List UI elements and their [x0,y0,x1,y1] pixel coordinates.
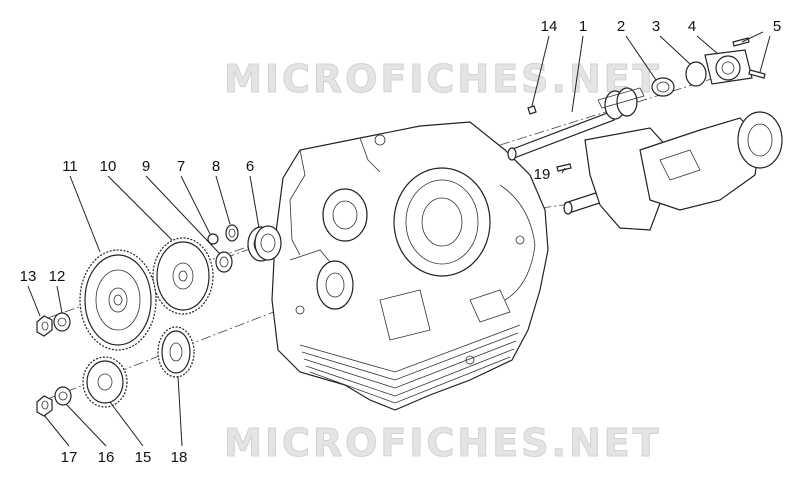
callout-10: 10 [100,158,117,175]
part-3-o-ring [685,61,707,87]
leader-lines [27,31,771,447]
part-2-bearing [651,77,675,97]
part-8-washer [225,224,239,242]
callout-1: 1 [579,18,587,35]
callout-11: 11 [62,158,78,175]
callout-7: 7 [177,158,185,175]
callout-17: 17 [61,449,78,466]
watermark-bottom: MICROFICHES.NET [224,421,662,465]
part-14-key [527,105,537,115]
part-16-washer [54,386,72,406]
callout-16: 16 [98,449,115,466]
part-5-screws [732,37,766,79]
callout-18: 18 [171,449,188,466]
crankshaft [563,111,783,231]
part-19-key [556,163,572,172]
watermark-top: MICROFICHES.NET [224,57,662,101]
callout-12: 12 [49,268,66,285]
callout-8: 8 [212,158,220,175]
part-7-screw [207,233,219,245]
callout-4: 4 [688,18,696,35]
part-17-nut [36,395,53,417]
part-13-nut [36,315,53,337]
callout-3: 3 [652,18,660,35]
callout-9: 9 [142,158,150,175]
part-15-gear [82,356,128,408]
callout-2: 2 [617,18,625,35]
callout-14: 14 [541,18,558,35]
part-1-shaft [507,87,645,161]
crankcase [271,121,549,411]
callout-19: 19 [534,166,551,183]
part-6-bearing [247,225,282,262]
callout-6: 6 [246,158,254,175]
part-12-washer [53,312,71,332]
part-4-flange [704,49,753,85]
callout-5: 5 [773,18,781,35]
part-10-gear [152,237,214,315]
callout-labels: 1 2 3 4 5 6 7 8 9 10 11 12 13 14 15 16 1… [20,18,782,466]
callout-13: 13 [20,268,37,285]
callout-15: 15 [135,449,152,466]
part-18-gear [157,326,195,378]
part-9-nut [215,251,233,273]
part-11-gear [79,249,157,351]
